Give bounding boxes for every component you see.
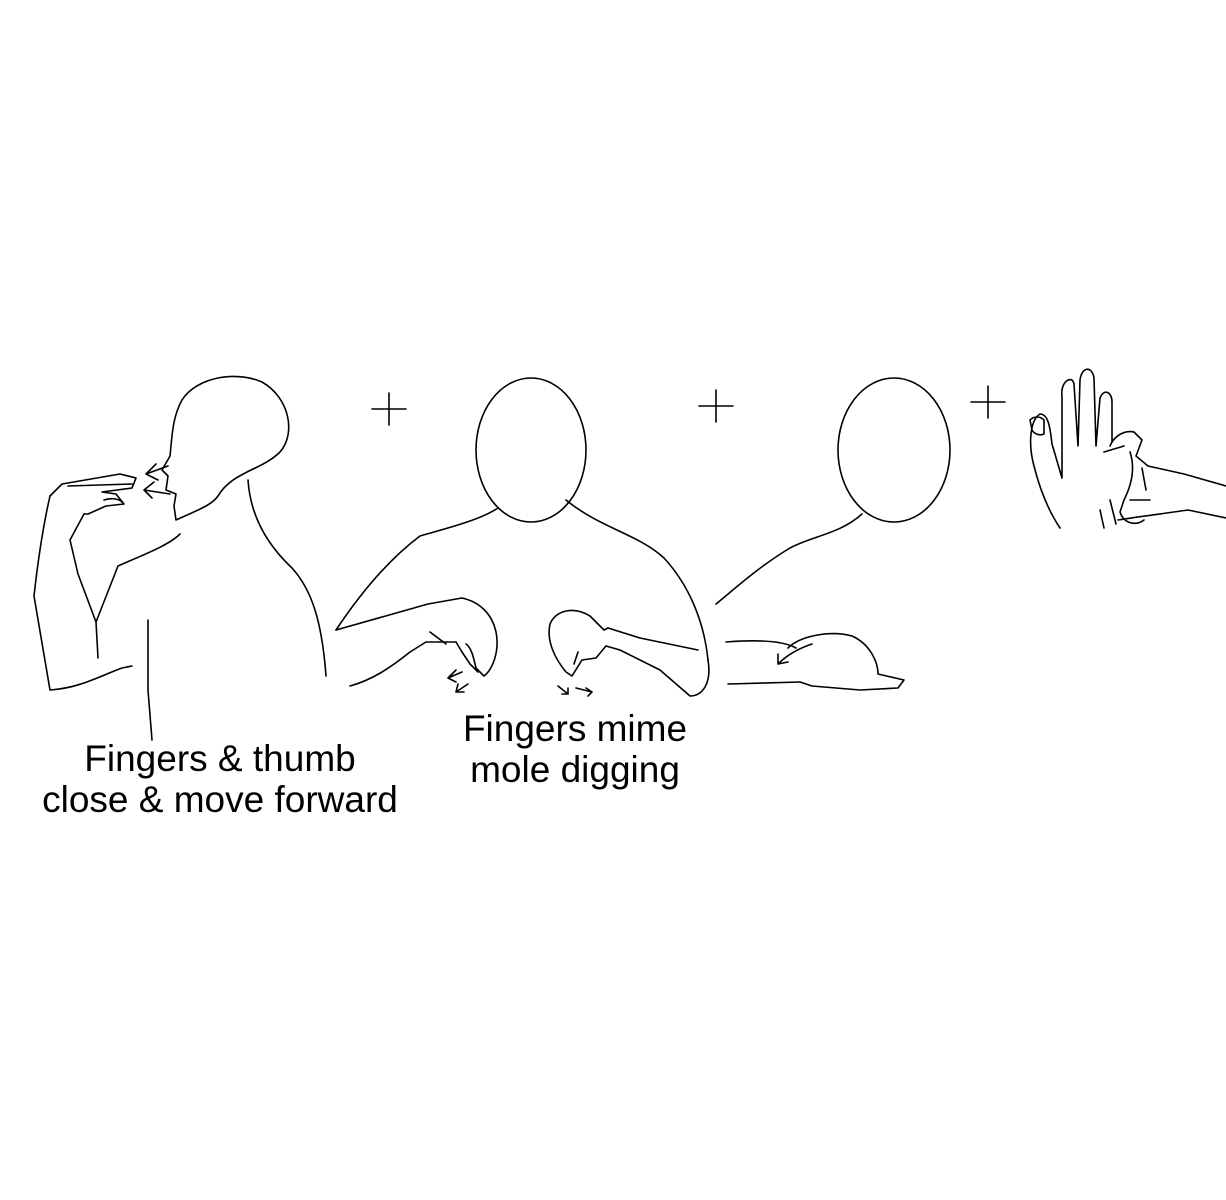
figure-3-forearm (725, 640, 801, 685)
caption-1-line-1: Fingers & thumb (84, 738, 356, 779)
plus-separator-1 (371, 392, 407, 426)
figure-1-hand (49, 473, 137, 515)
figure-3-front (715, 377, 951, 691)
figure-2-right-arm (605, 627, 710, 697)
caption-2-line-1: Fingers mime (462, 708, 688, 749)
motion-arrow-2 (143, 481, 171, 499)
figure-1-back (247, 479, 327, 677)
figure-2-left-hand (429, 597, 498, 677)
figure-2-head (475, 377, 587, 523)
dig-arrows-left (447, 669, 469, 693)
figure-2-right-hand (548, 609, 609, 677)
caption-1-line-2: close & move forward (42, 779, 398, 820)
figure-1-profile (33, 375, 327, 741)
caption-2-line-2: mole digging (470, 749, 680, 790)
figure-4-open-hand (1029, 368, 1113, 529)
figure-1-arm (33, 495, 133, 691)
figure-4-right-hand (1103, 430, 1226, 525)
figure-3-arrow (777, 643, 813, 665)
dig-arrows-right (557, 685, 593, 697)
motion-arrow-1 (145, 463, 169, 481)
caption-fingers-thumb: Fingers & thumb close & move forward (20, 738, 420, 820)
figure-2-left-arm (335, 597, 463, 687)
figure-3-shoulder (715, 513, 863, 605)
figure-4-hands (1029, 368, 1226, 529)
figure-2-front (335, 377, 710, 697)
figure-1-front-torso (95, 533, 181, 659)
figure-3-head (837, 377, 951, 523)
figure-4-thumb-nail (1029, 416, 1045, 436)
figure-4-wrist (1099, 499, 1117, 529)
plus-separator-2 (698, 389, 734, 423)
plus-separator-3 (970, 385, 1006, 419)
figure-1-head (161, 375, 290, 521)
figure-3-hand-bump (787, 632, 905, 691)
caption-mole-digging: Fingers mime mole digging (420, 708, 730, 790)
figure-2-shoulders (335, 499, 709, 661)
figure-1-chest-line (147, 619, 153, 741)
